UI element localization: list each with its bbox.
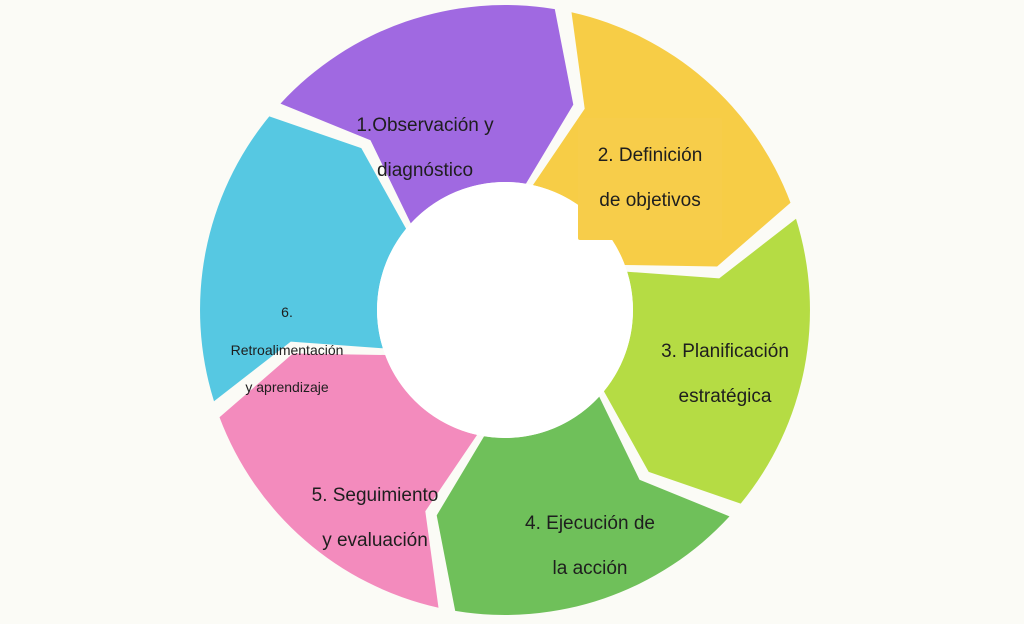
segment-3-label: 3. Planificación estratégica [640,318,810,432]
segment-1-arrow [280,5,574,224]
segment-3-arrow [603,218,810,504]
segment-2-label-line2: de objetivos [599,190,701,212]
segment-4-label-line2: la acción [552,558,628,580]
segment-6-label-line2: Retroalimentación [230,341,344,358]
segment-3-label-line2: estratégica [678,386,772,408]
segment-5-label-line2: y evaluación [322,530,428,552]
center-circle [377,182,633,438]
segment-1-label-line2: diagnóstico [376,160,474,182]
segment-6-arrow [200,116,407,402]
segment-6-label-line1: 6. [281,303,293,320]
segment-5-arrow [219,353,478,608]
segment-3-label-line1: 3. Planificación [661,340,789,362]
segment-1-label: 1.Observación y diagnóstico [330,92,520,206]
segment-5-label: 5. Seguimiento y evaluación [290,462,460,576]
segment-2-label-line1: 2. Definición [597,144,703,166]
segment-6-label: 6. Retroalimentación y aprendizaje [212,284,362,416]
segment-6-label-line3: y aprendizaje [245,379,329,396]
segment-4-label-line1: 4. Ejecución de [525,512,655,534]
segment-2-label: 2. Definición de objetivos [578,118,722,240]
segment-4-arrow [436,396,730,615]
segment-4-label: 4. Ejecución de la acción [505,490,675,604]
segment-1-label-line1: 1.Observación y [356,114,494,136]
segment-5-label-line1: 5. Seguimiento [311,484,439,506]
